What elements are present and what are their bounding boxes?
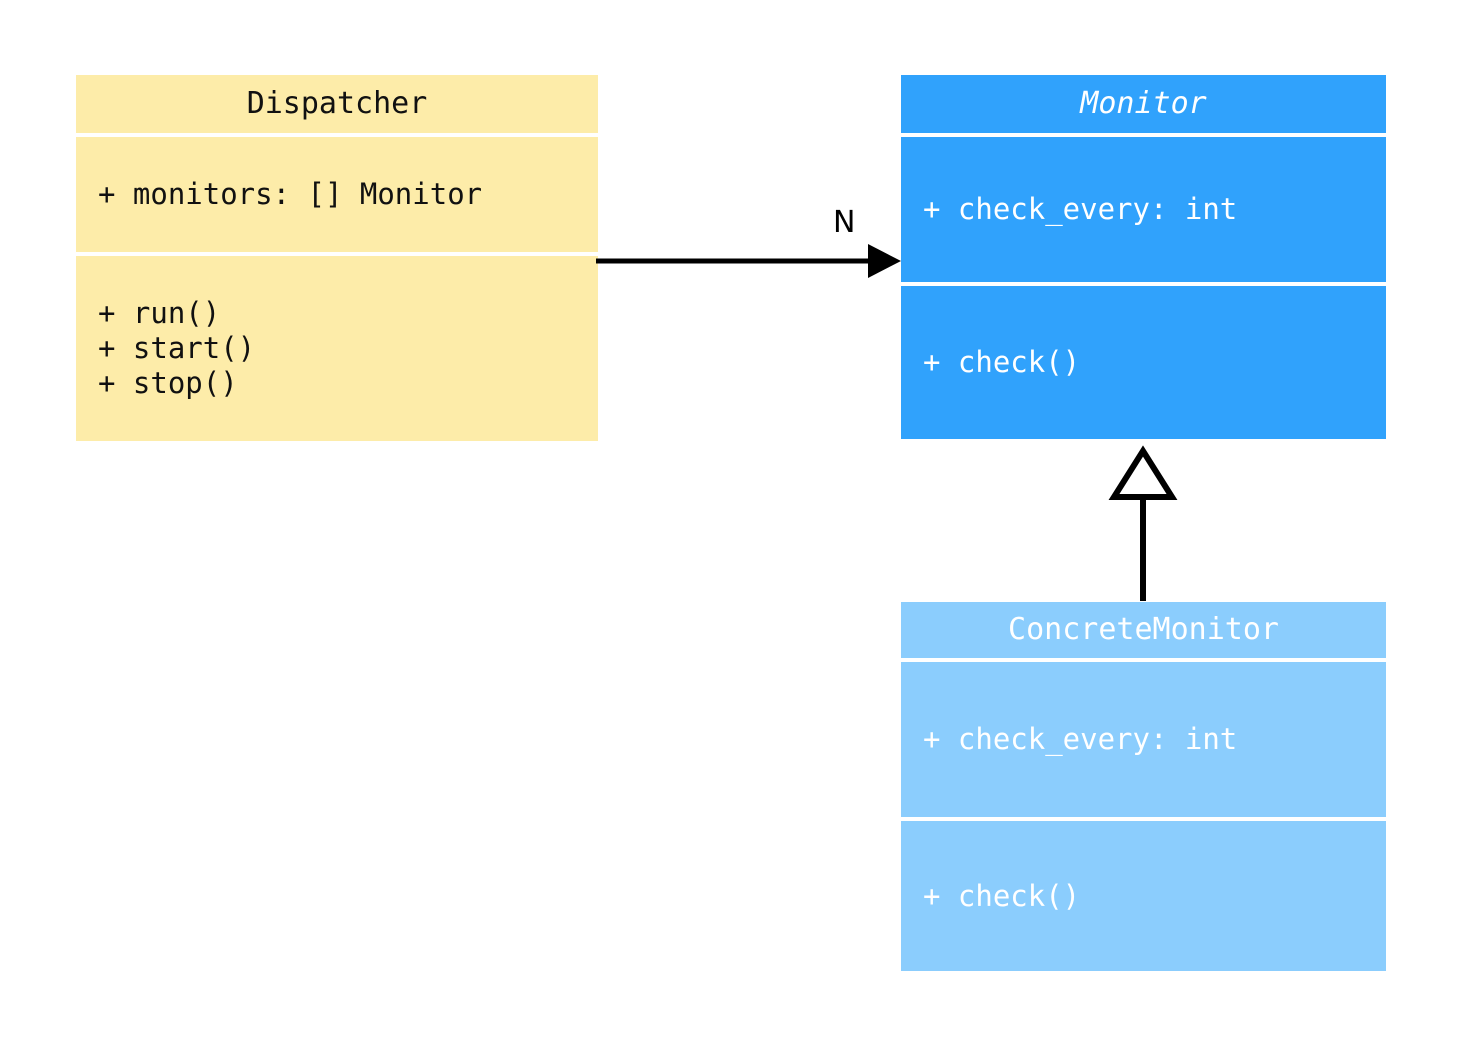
uml-class-monitor[interactable]: Monitor + check_every: int + check(): [901, 75, 1386, 443]
class-name-dispatcher: Dispatcher: [246, 86, 428, 121]
class-attributes-monitor: + check_every: int: [901, 137, 1386, 282]
generalization-arrowhead-hollow-triangle: [1108, 445, 1178, 500]
attribute-row: + check_every: int: [923, 722, 1238, 756]
class-header-monitor: Monitor: [901, 75, 1386, 133]
class-attributes-dispatcher: + monitors: [] Monitor: [76, 137, 598, 252]
method-row: + start(): [98, 331, 256, 365]
class-header-concrete-monitor: ConcreteMonitor: [901, 602, 1386, 658]
class-methods-dispatcher: + run() + start() + stop(): [76, 256, 598, 441]
generalization-concrete-monitor-to-monitor: [1108, 445, 1178, 601]
class-name-monitor: Monitor: [1080, 86, 1207, 121]
method-row: + check(): [923, 878, 1081, 913]
association-dispatcher-monitor: [596, 244, 901, 278]
class-name-concrete-monitor: ConcreteMonitor: [1008, 612, 1279, 647]
class-header-dispatcher: Dispatcher: [76, 75, 598, 133]
method-row: + stop(): [98, 366, 238, 400]
class-attributes-concrete-monitor: + check_every: int: [901, 662, 1386, 817]
attribute-row: + monitors: [] Monitor: [98, 177, 483, 211]
method-row: + run(): [98, 296, 221, 330]
association-multiplicity-label: N: [833, 205, 856, 240]
uml-class-concrete-monitor[interactable]: ConcreteMonitor + check_every: int + che…: [901, 602, 1386, 971]
uml-class-dispatcher[interactable]: Dispatcher + monitors: [] Monitor + run(…: [76, 75, 598, 445]
attribute-row: + check_every: int: [923, 192, 1238, 226]
association-arrowhead-filled-triangle: [868, 244, 901, 278]
class-methods-monitor: + check(): [901, 286, 1386, 439]
method-row: + check(): [923, 345, 1081, 379]
class-methods-concrete-monitor: + check(): [901, 821, 1386, 971]
